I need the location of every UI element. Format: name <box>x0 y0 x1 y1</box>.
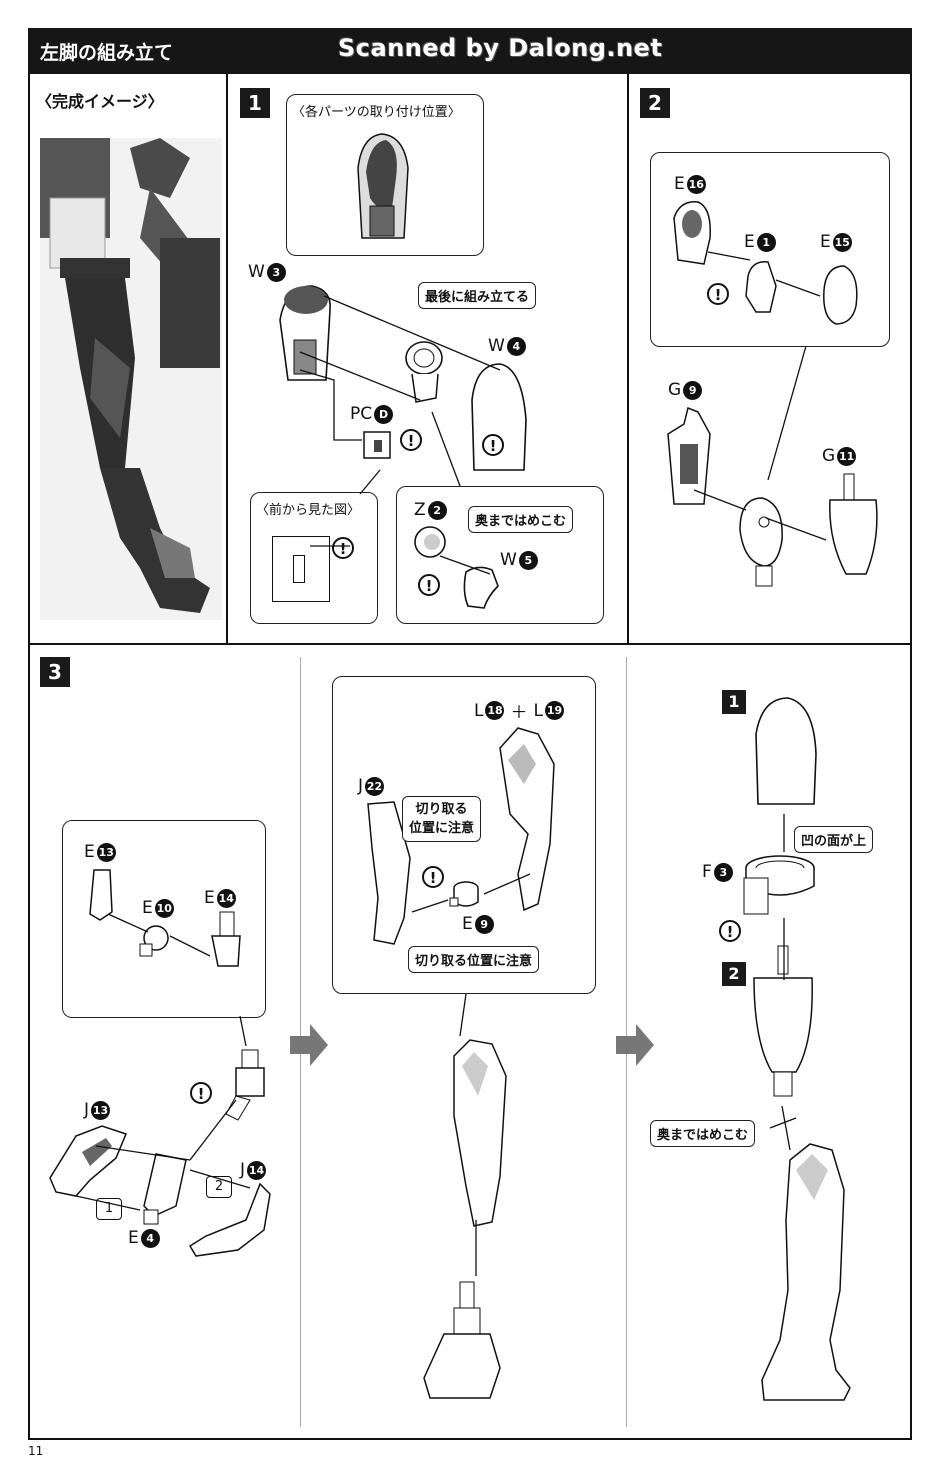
note-press-fit-2: 奥まではめこむ <box>650 1120 756 1147</box>
part-pcd-drawing <box>362 426 396 460</box>
part-j14-drawing <box>186 1180 276 1260</box>
note-press-fit: 奥まではめこむ <box>468 506 574 533</box>
part-foot-drawing <box>420 1278 510 1402</box>
part-full-leg-drawing <box>760 1140 851 1402</box>
next-step-arrow <box>616 1024 654 1066</box>
caution-icon: ! <box>332 537 354 559</box>
part-assembled-joint <box>225 1048 272 1124</box>
order-step-1: 1 <box>96 1198 122 1220</box>
part-e9-drawing <box>448 878 482 912</box>
part-j13-drawing <box>46 1122 132 1202</box>
caution-icon: ! <box>400 429 422 451</box>
scan-credit-watermark: Scanned by Dalong.net <box>338 34 663 62</box>
note-assemble-last: 最後に組み立てる <box>418 282 537 309</box>
section-header: 左脚の組み立て Scanned by Dalong.net <box>28 28 912 74</box>
divider <box>226 74 228 644</box>
order-step-2: 2 <box>206 1176 232 1198</box>
step-3-number: 3 <box>40 657 70 687</box>
part-l18-l19-drawing <box>494 724 558 914</box>
part-placement-diagram <box>352 128 412 246</box>
caution-icon: ! <box>418 574 440 596</box>
caution-icon: ! <box>422 866 444 888</box>
divider <box>627 74 629 644</box>
part-e1-drawing <box>742 256 782 316</box>
note-cut-position-small: 切り取る位置に注意 <box>402 796 482 842</box>
part-joint-drawing <box>734 490 790 590</box>
sub-step-2: 2 <box>722 962 746 986</box>
part-g9-drawing <box>664 404 716 508</box>
completed-leg-photo <box>40 138 222 620</box>
note-concave-up: 凹の面が上 <box>794 826 874 853</box>
part-g11-drawing <box>826 470 882 578</box>
part-shin-core-drawing <box>136 1150 192 1230</box>
caution-icon: ! <box>482 434 504 456</box>
part-ring-drawing <box>402 340 450 410</box>
caution-icon: ! <box>190 1082 212 1104</box>
divider <box>28 643 912 645</box>
front-view-drawing <box>272 536 330 602</box>
part-e10-drawing <box>136 922 176 962</box>
complete-image-label: 〈完成イメージ〉 <box>36 92 164 111</box>
part-e15-drawing <box>818 260 862 328</box>
part-upper-cover-drawing <box>752 694 822 812</box>
part-e16-drawing <box>668 198 716 268</box>
note-cut-position: 切り取る位置に注意 <box>408 946 540 973</box>
caution-icon: ! <box>707 283 729 305</box>
part-w5-drawing <box>458 562 506 612</box>
callout-front-view <box>250 492 378 624</box>
caution-icon: ! <box>719 920 741 942</box>
step-1-number: 1 <box>240 88 270 118</box>
part-e14-drawing <box>208 910 244 970</box>
front-view-title: 〈前から見た図〉 <box>256 503 361 518</box>
part-j22-drawing <box>364 798 414 950</box>
sub-step-1: 1 <box>722 690 746 714</box>
page-number: 11 <box>28 1444 44 1458</box>
part-shin-assembly-drawing <box>444 1036 510 1230</box>
part-w3-drawing <box>272 280 342 390</box>
part-e13-drawing <box>86 866 116 924</box>
next-step-arrow <box>290 1024 328 1066</box>
part-knee-assembly-drawing <box>750 942 816 1100</box>
part-z2-drawing <box>412 524 452 564</box>
section-title: 左脚の組み立て <box>40 42 174 64</box>
part-f3-drawing <box>740 848 820 922</box>
callout-title: 〈各パーツの取り付け位置〉 <box>292 105 461 120</box>
step-2-number: 2 <box>640 88 670 118</box>
